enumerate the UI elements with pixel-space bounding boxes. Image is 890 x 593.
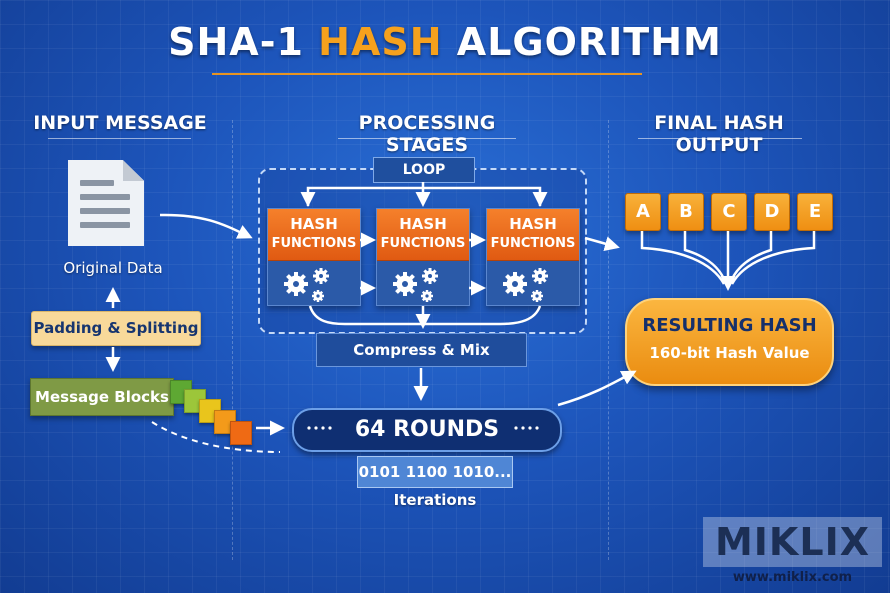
gear-icon (532, 268, 548, 284)
gear-icon (531, 290, 543, 302)
arrow-rounds-to-result (557, 370, 637, 407)
message-blocks-box: Message Blocks (30, 378, 174, 416)
compress-mix-box: Compress & Mix (316, 333, 527, 367)
resulting-hash-subtitle: 160-bit Hash Value (649, 344, 810, 362)
gear-icon (422, 268, 438, 284)
title-part-3: ALGORITHM (442, 20, 722, 64)
loop-label: LOOP (373, 157, 475, 183)
watermark-logo: MIKLIX (714, 520, 871, 564)
hash-function-card-3: HASH FUNCTIONS (486, 208, 580, 306)
rounds-label: 64 ROUNDS (354, 417, 500, 442)
rounds-pill: 64 ROUNDS (292, 408, 562, 452)
watermark-backdrop (703, 517, 882, 567)
hash-function-header: HASH FUNCTIONS (377, 209, 469, 261)
column-divider-right (608, 120, 609, 560)
hash-function-subtitle: FUNCTIONS (271, 236, 357, 251)
section-heading-input: INPUT MESSAGE (33, 112, 207, 134)
register-b: B (668, 193, 704, 231)
section-underline-processing (338, 138, 516, 139)
gear-icon (421, 290, 433, 302)
hash-function-title: HASH (399, 215, 447, 233)
gear-icon (503, 272, 527, 296)
loop-bottom-curve (308, 305, 542, 326)
page-title: SHA-1 HASH ALGORITHM (0, 20, 890, 64)
padding-splitting-box: Padding & Splitting (31, 311, 201, 346)
gear-icon (313, 268, 329, 284)
iterations-label: Iterations (393, 491, 477, 509)
converge-line-e (730, 231, 816, 285)
section-underline-input (48, 138, 191, 139)
document-line (80, 194, 130, 200)
document-line (80, 208, 130, 214)
hash-function-header: HASH FUNCTIONS (487, 209, 579, 261)
original-data-label: Original Data (63, 259, 163, 277)
hash-function-card-2: HASH FUNCTIONS (376, 208, 470, 306)
section-underline-output (638, 138, 802, 139)
arrow-processing-to-output (584, 236, 620, 251)
document-line (80, 222, 130, 228)
register-e: E (797, 193, 833, 231)
hash-function-title: HASH (290, 215, 338, 233)
resulting-hash-box: RESULTING HASH 160-bit Hash Value (625, 298, 834, 386)
arrow-document-to-processing (159, 213, 253, 239)
title-underline (212, 73, 642, 75)
title-part-1: SHA-1 (168, 20, 319, 64)
bit-string-box: 0101 1100 1010... (357, 456, 513, 488)
gear-icon (284, 272, 308, 296)
document-line (80, 180, 114, 186)
title-part-2: HASH (318, 20, 443, 64)
register-c: C (711, 193, 747, 231)
hash-function-subtitle: FUNCTIONS (490, 236, 576, 251)
resulting-hash-title: RESULTING HASH (642, 315, 817, 336)
section-heading-output: FINAL HASH OUTPUT (654, 112, 784, 156)
hash-function-header: HASH FUNCTIONS (268, 209, 360, 261)
dashed-curve-blocks (151, 421, 281, 453)
gear-icon (312, 290, 324, 302)
hash-function-subtitle: FUNCTIONS (380, 236, 466, 251)
column-divider-left (232, 120, 233, 560)
hash-function-card-1: HASH FUNCTIONS (267, 208, 361, 306)
watermark-url: www.miklix.com (732, 570, 853, 585)
register-a: A (625, 193, 661, 231)
hash-function-title: HASH (509, 215, 557, 233)
converge-line-a (640, 231, 726, 285)
message-block-5 (230, 421, 252, 445)
converge-line-d (728, 231, 773, 285)
register-d: D (754, 193, 790, 231)
section-heading-processing: PROCESSING STAGES (358, 112, 496, 156)
gear-icon (393, 272, 417, 296)
